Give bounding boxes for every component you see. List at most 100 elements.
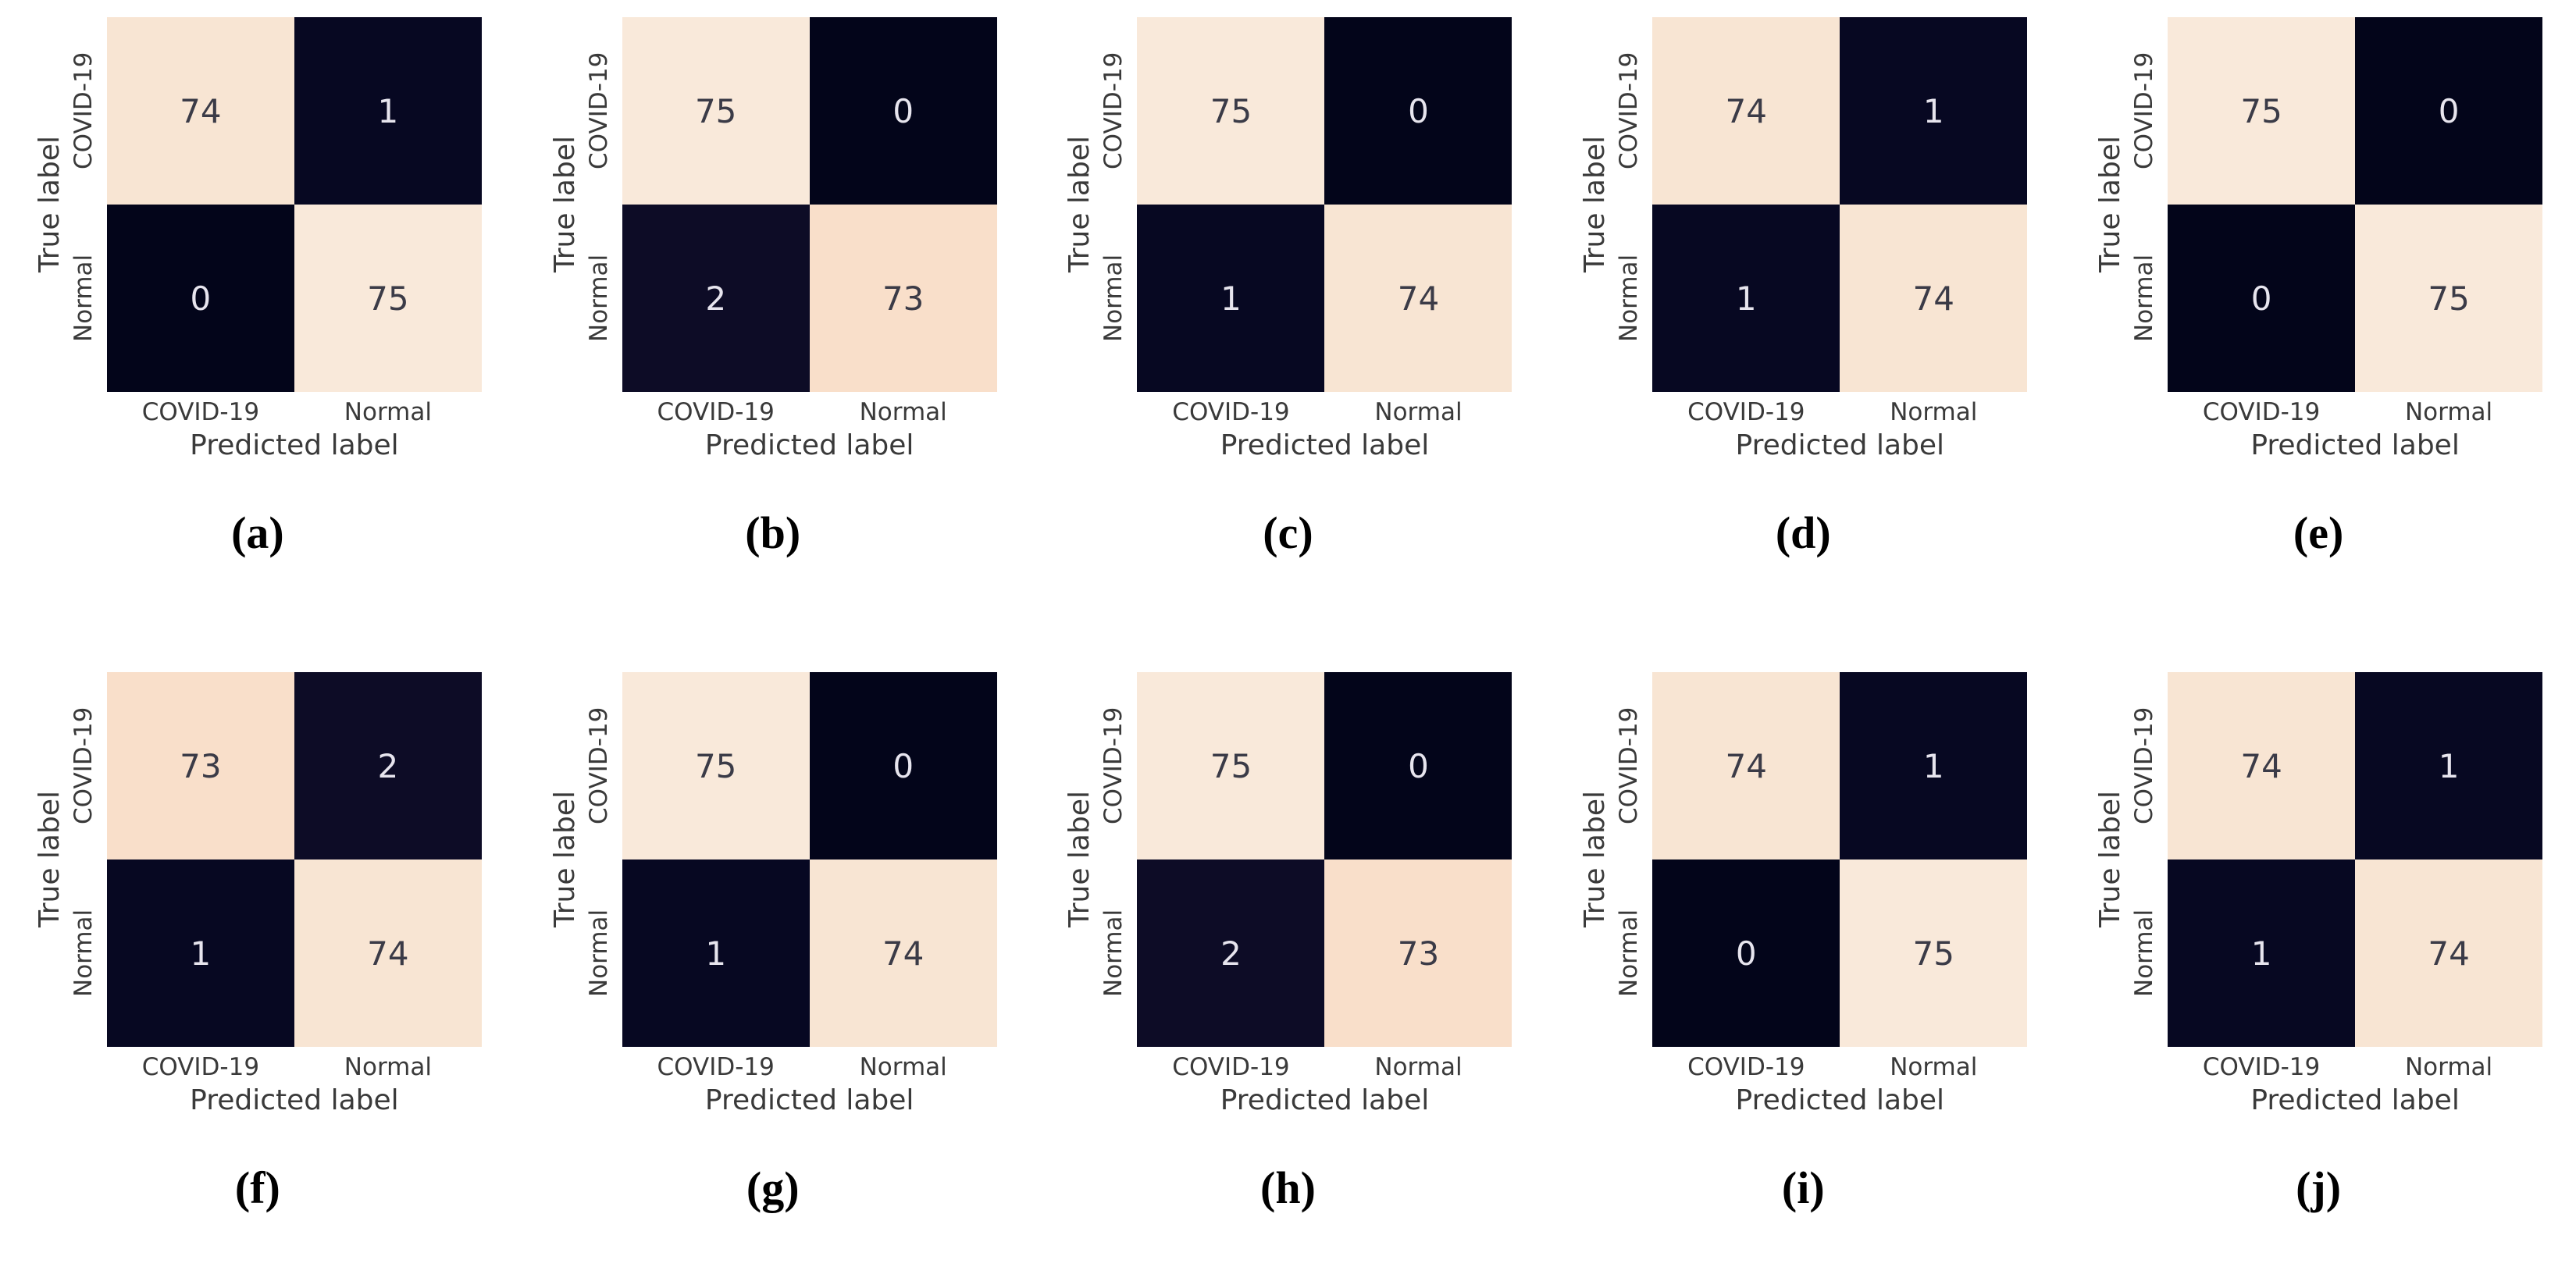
confusion-matrix-panel: True label COVID-19 Normal 75 0 1 74 COV…: [515, 633, 1031, 1267]
cell-true-normal-pred-normal: 73: [1324, 859, 1512, 1047]
x-tick-labels: COVID-19 Normal: [107, 398, 482, 426]
x-tick-covid19: COVID-19: [1687, 1053, 1805, 1081]
x-tick-normal: Normal: [344, 398, 432, 426]
heatmap-plot: True label COVID-19 Normal 74 1 0 75 COV…: [1579, 672, 2028, 1116]
cell-true-normal-pred-covid19: 1: [2168, 859, 2356, 1047]
y-tick-covid19: COVID-19: [584, 52, 613, 170]
y-tick-labels: COVID-19 Normal: [1099, 17, 1137, 392]
confusion-matrix-panel: True label COVID-19 Normal 75 0 2 73 COV…: [515, 0, 1031, 633]
y-tick-normal: Normal: [69, 909, 98, 998]
panel-caption: (g): [746, 1162, 800, 1213]
y-axis-title: True label: [1579, 791, 1612, 928]
heatmap-cells: 74 1 0 75: [1652, 672, 2028, 1047]
cell-true-covid19-pred-normal: 0: [809, 17, 997, 205]
x-tick-normal: Normal: [1374, 398, 1463, 426]
y-tick-covid19: COVID-19: [1099, 52, 1128, 170]
x-tick-labels: COVID-19 Normal: [1137, 1053, 1512, 1081]
cell-true-covid19-pred-covid19: 75: [1137, 672, 1325, 859]
x-tick-labels: COVID-19 Normal: [2168, 1053, 2542, 1081]
cell-true-normal-pred-covid19: 0: [1652, 859, 1840, 1047]
y-axis-title: True label: [548, 136, 581, 273]
cell-true-covid19-pred-covid19: 74: [2168, 672, 2356, 859]
cell-true-covid19-pred-covid19: 74: [106, 17, 294, 205]
x-axis-title: Predicted label: [190, 429, 399, 461]
x-axis-title: Predicted label: [1220, 1084, 1430, 1116]
heatmap-main: 74 1 0 75 COVID-19 Normal Predicted labe…: [1652, 672, 2028, 1116]
y-tick-covid19: COVID-19: [69, 706, 98, 825]
x-tick-covid19: COVID-19: [657, 1053, 775, 1081]
x-axis-title: Predicted label: [704, 429, 914, 461]
heatmap-cells: 75 0 0 75: [2168, 17, 2543, 392]
heatmap-plot: True label COVID-19 Normal 74 1 0 75 COV…: [34, 17, 482, 461]
cell-true-normal-pred-covid19: 1: [1137, 205, 1325, 392]
x-tick-normal: Normal: [1890, 1053, 1978, 1081]
cell-true-covid19-pred-covid19: 75: [622, 672, 810, 859]
cell-true-normal-pred-normal: 75: [294, 205, 482, 392]
confusion-matrix-panel: True label COVID-19 Normal 75 0 0 75 COV…: [2061, 0, 2576, 633]
x-tick-covid19: COVID-19: [2202, 398, 2321, 426]
x-tick-normal: Normal: [1374, 1053, 1463, 1081]
confusion-matrix-panel: True label COVID-19 Normal 74 1 0 75 COV…: [1545, 633, 2061, 1267]
cell-true-covid19-pred-covid19: 73: [106, 672, 294, 859]
y-tick-labels: COVID-19 Normal: [2130, 672, 2168, 1047]
heatmap-cells: 73 2 1 74: [106, 672, 482, 1047]
y-axis-title: True label: [2094, 136, 2127, 273]
y-tick-normal: Normal: [1099, 254, 1128, 343]
cell-true-normal-pred-covid19: 1: [622, 859, 810, 1047]
y-tick-labels: COVID-19 Normal: [69, 672, 107, 1047]
x-tick-covid19: COVID-19: [1172, 398, 1290, 426]
confusion-matrix-panel: True label COVID-19 Normal 75 0 1 74 COV…: [1031, 0, 1546, 633]
confusion-matrix-panel: True label COVID-19 Normal 74 1 1 74 COV…: [2061, 633, 2576, 1267]
y-axis-title: True label: [548, 791, 581, 928]
y-axis-title: True label: [33, 791, 66, 928]
x-tick-normal: Normal: [1890, 398, 1978, 426]
x-tick-labels: COVID-19 Normal: [1652, 1053, 2027, 1081]
x-tick-covid19: COVID-19: [2202, 1053, 2321, 1081]
x-tick-covid19: COVID-19: [1172, 1053, 1290, 1081]
y-tick-covid19: COVID-19: [69, 52, 98, 170]
cell-true-normal-pred-normal: 73: [809, 205, 997, 392]
panel-caption: (d): [1775, 507, 1831, 558]
x-tick-covid19: COVID-19: [1687, 398, 1805, 426]
x-axis-title: Predicted label: [1735, 429, 1945, 461]
cell-true-normal-pred-normal: 74: [2355, 859, 2543, 1047]
panel-caption: (c): [1263, 507, 1313, 558]
heatmap-main: 75 0 0 75 COVID-19 Normal Predicted labe…: [2168, 17, 2543, 461]
heatmap-plot: True label COVID-19 Normal 74 1 1 74 COV…: [1579, 17, 2028, 461]
cell-true-covid19-pred-covid19: 75: [1137, 17, 1325, 205]
y-axis-title: True label: [1579, 136, 1612, 273]
confusion-matrix-panel: True label COVID-19 Normal 74 1 0 75 COV…: [0, 0, 515, 633]
cell-true-normal-pred-normal: 74: [294, 859, 482, 1047]
x-axis-title: Predicted label: [1220, 429, 1430, 461]
confusion-matrix-panel: True label COVID-19 Normal 75 0 2 73 COV…: [1031, 633, 1546, 1267]
heatmap-cells: 75 0 2 73: [622, 17, 997, 392]
heatmap-main: 75 0 1 74 COVID-19 Normal Predicted labe…: [1137, 17, 1512, 461]
y-tick-normal: Normal: [2130, 909, 2159, 998]
x-tick-labels: COVID-19 Normal: [2168, 398, 2542, 426]
cell-true-covid19-pred-normal: 0: [809, 672, 997, 859]
y-axis-title: True label: [33, 136, 66, 273]
cell-true-covid19-pred-covid19: 75: [2168, 17, 2356, 205]
y-tick-labels: COVID-19 Normal: [585, 17, 622, 392]
cell-true-normal-pred-covid19: 1: [106, 859, 294, 1047]
panel-caption: (h): [1260, 1162, 1316, 1213]
cell-true-normal-pred-normal: 75: [1840, 859, 2028, 1047]
heatmap-main: 74 1 0 75 COVID-19 Normal Predicted labe…: [106, 17, 482, 461]
cell-true-normal-pred-covid19: 2: [622, 205, 810, 392]
x-tick-normal: Normal: [859, 1053, 947, 1081]
x-tick-labels: COVID-19 Normal: [1137, 398, 1512, 426]
confusion-matrix-panel: True label COVID-19 Normal 74 1 1 74 COV…: [1545, 0, 2061, 633]
heatmap-plot: True label COVID-19 Normal 75 0 2 73 COV…: [549, 17, 997, 461]
cell-true-normal-pred-covid19: 0: [106, 205, 294, 392]
x-tick-labels: COVID-19 Normal: [622, 398, 997, 426]
x-tick-normal: Normal: [2404, 398, 2493, 426]
y-tick-normal: Normal: [1615, 909, 1644, 998]
y-tick-normal: Normal: [584, 909, 613, 998]
y-tick-covid19: COVID-19: [2130, 706, 2159, 825]
heatmap-cells: 75 0 2 73: [1137, 672, 1512, 1047]
panel-caption: (b): [745, 507, 801, 558]
cell-true-covid19-pred-normal: 1: [294, 17, 482, 205]
x-tick-labels: COVID-19 Normal: [1652, 398, 2027, 426]
x-tick-covid19: COVID-19: [141, 398, 260, 426]
y-tick-covid19: COVID-19: [2130, 52, 2159, 170]
